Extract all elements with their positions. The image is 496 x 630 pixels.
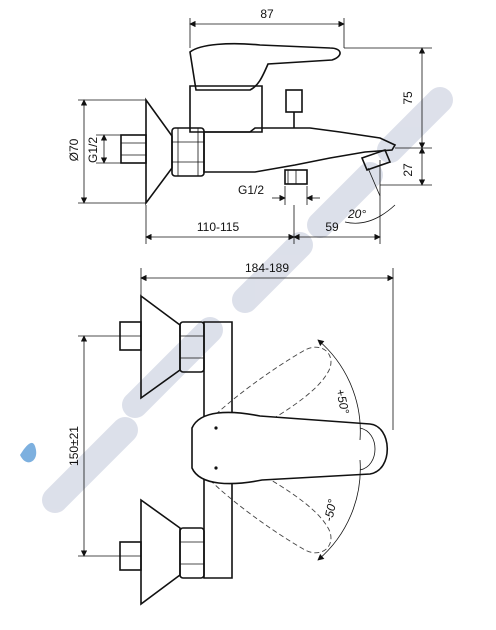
cartridge-housing	[189, 85, 263, 133]
mixer-body	[203, 127, 397, 173]
lower-flange	[140, 498, 181, 606]
dim-angle-spout-label: 20°	[347, 207, 366, 221]
lever-position-minus	[209, 467, 332, 554]
aerator	[360, 148, 392, 172]
dim-centers-side-label: 110-115	[197, 220, 240, 234]
lower-nut	[179, 527, 205, 579]
dim-thread-inlet-label: G1/2	[86, 137, 100, 163]
lever-position-plus	[209, 346, 332, 433]
dim-59-label: 59	[325, 220, 339, 234]
diverter-knob	[285, 89, 303, 113]
inlet-pipe	[120, 134, 147, 164]
dim-overall-width-label: 184-189	[245, 261, 289, 275]
dim-angle-minus-label: -50°	[321, 498, 339, 523]
dim-angle-plus-label: +50°	[333, 388, 352, 416]
dim-87-label: 87	[260, 7, 274, 21]
drop-icon	[20, 442, 37, 463]
dim-27-label: 27	[401, 163, 415, 177]
dim-thread-outlet-label: G1/2	[238, 183, 264, 197]
wall-flange	[145, 97, 173, 206]
front-lever	[191, 411, 389, 485]
lever-handle	[189, 42, 341, 91]
side-view: 87 75 27 Ø70 G1/2 G1/2 110-115 59	[67, 7, 432, 244]
dim-diameter-label: Ø70	[67, 138, 81, 161]
front-body	[203, 321, 233, 579]
union-nut	[171, 127, 205, 177]
dim-centers-front-label: 150±21	[67, 426, 81, 466]
dim-75-label: 75	[401, 91, 415, 105]
front-view: 184-189 +50° -50° 150±21	[67, 261, 394, 606]
